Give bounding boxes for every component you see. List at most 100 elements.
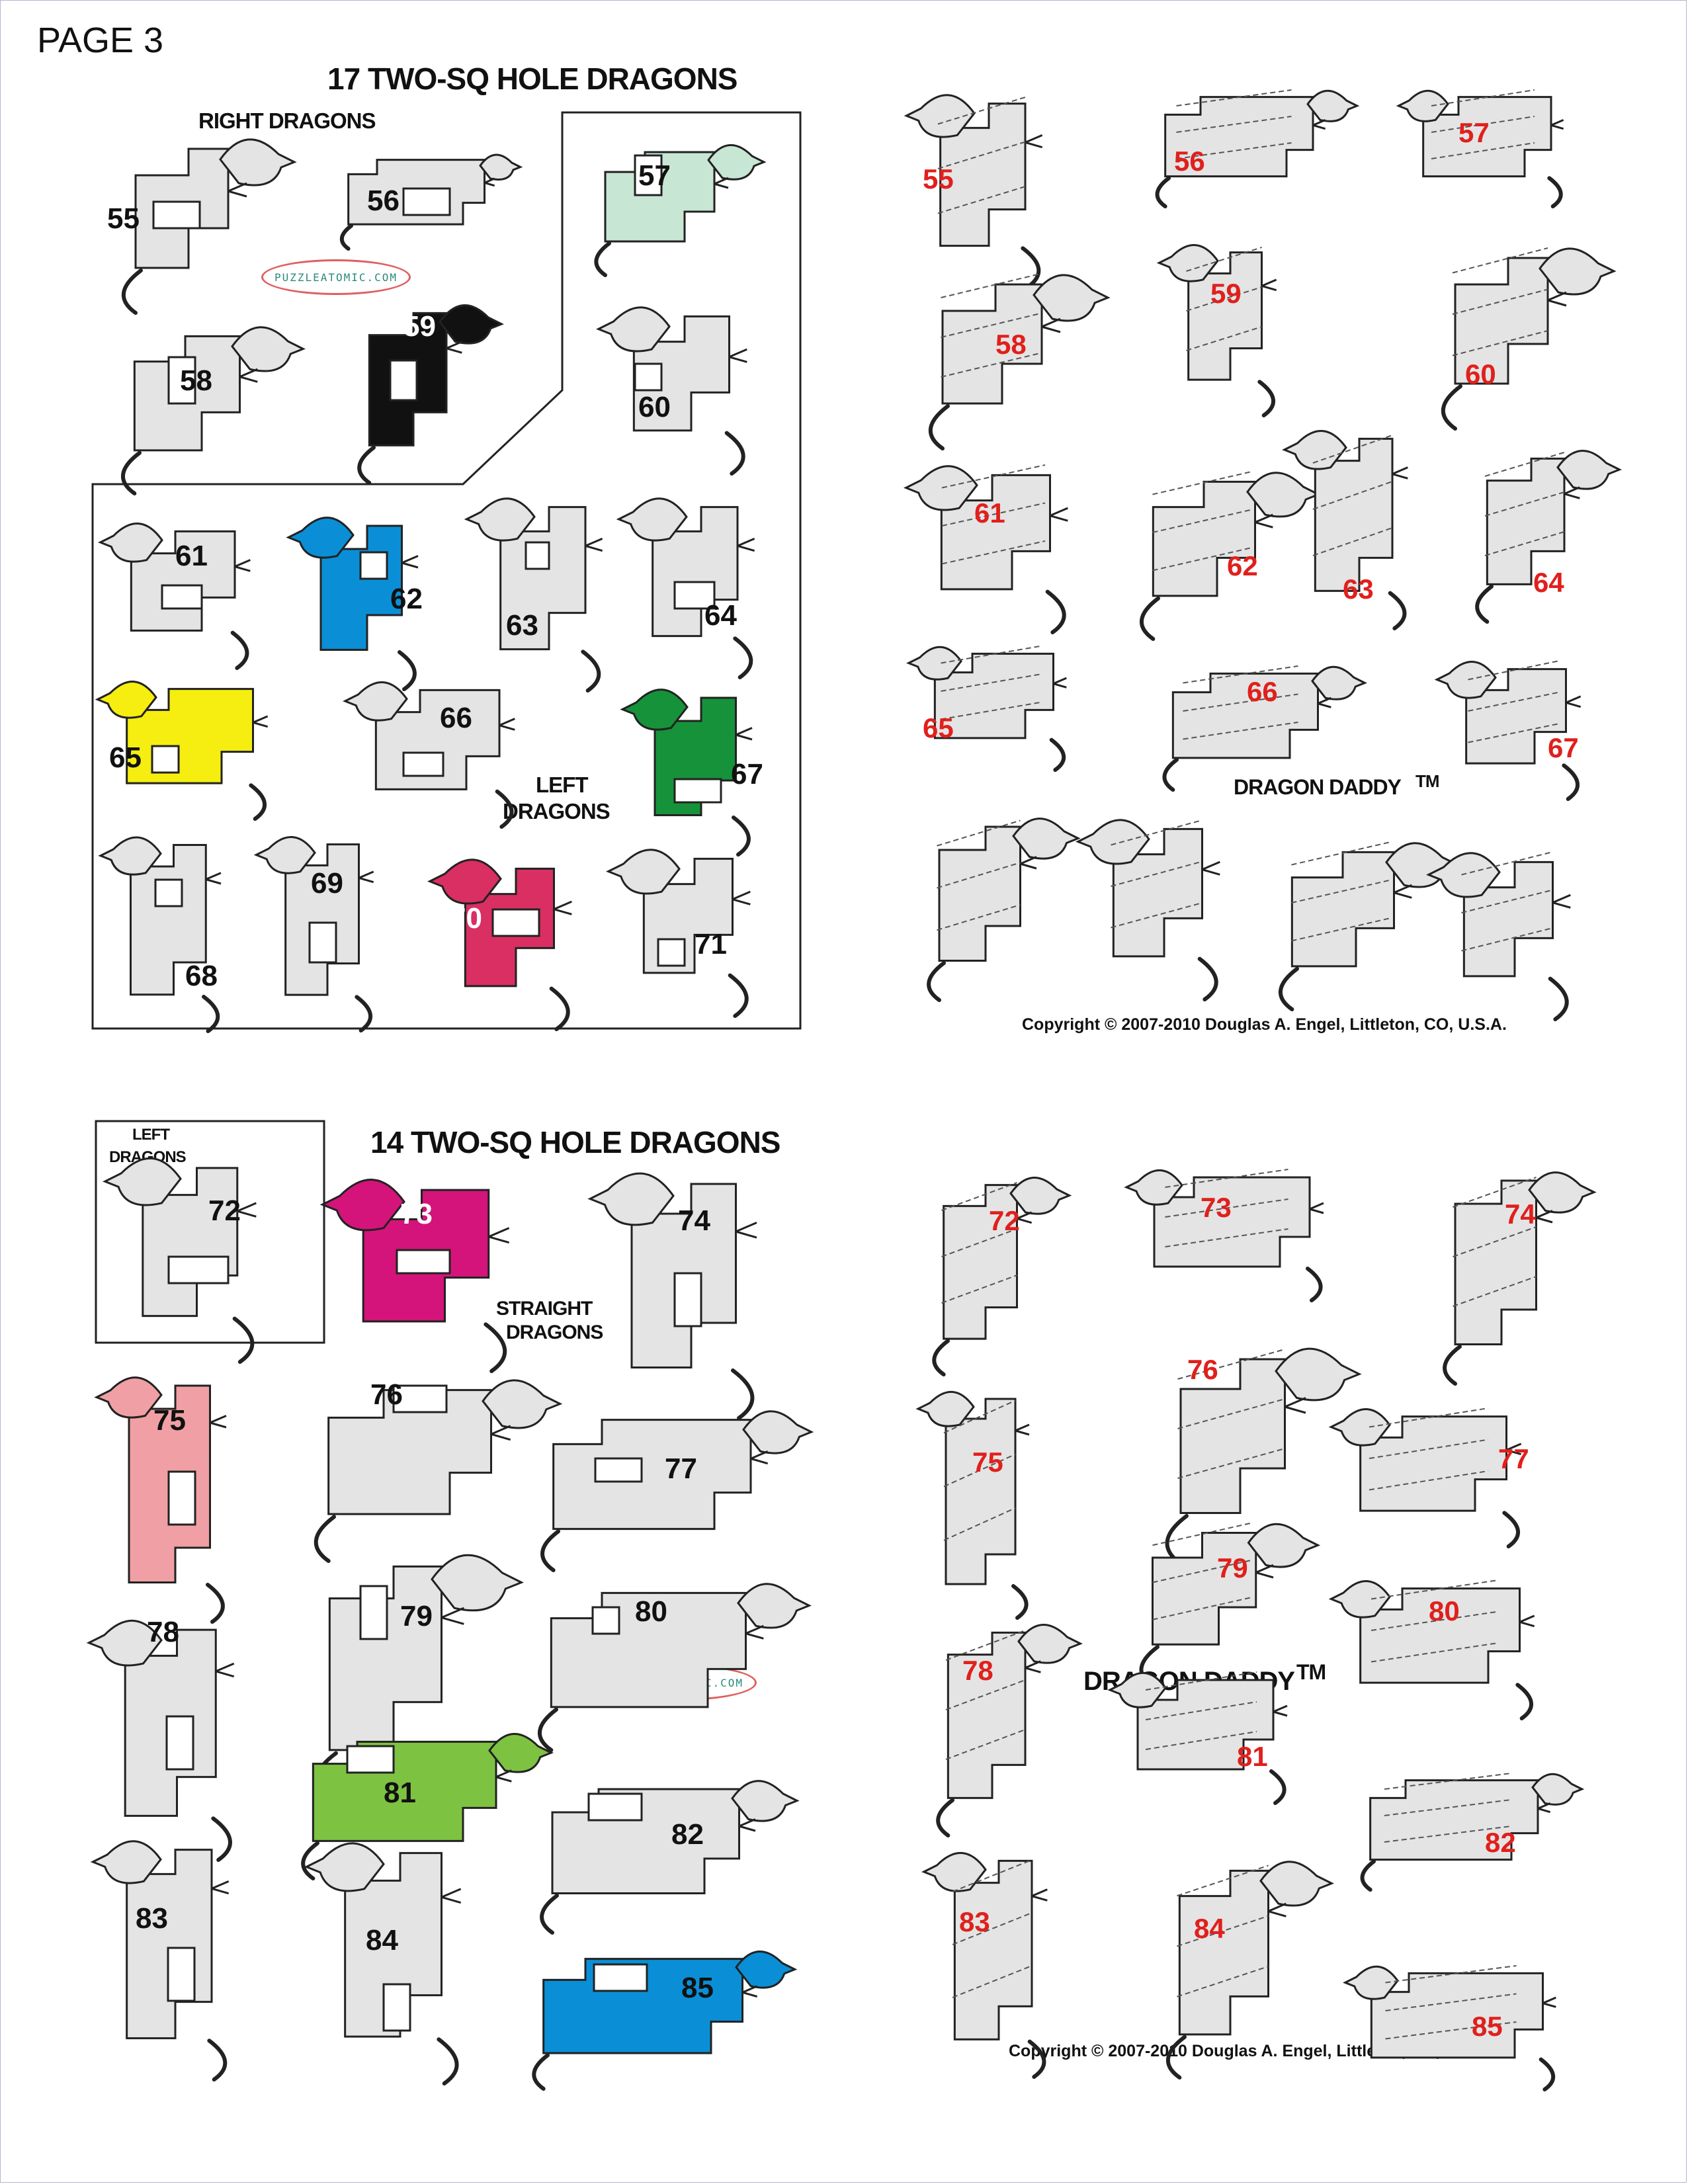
dragon-number: 57 xyxy=(638,159,671,192)
solution-diagram-62: 62 xyxy=(1140,471,1321,641)
dragon-62: 62 xyxy=(286,517,423,691)
dragon-hole xyxy=(673,581,716,610)
solution-diagram-55: 55 xyxy=(904,94,1043,289)
dragon-number: 69 xyxy=(311,867,343,900)
dragon-73: 73 xyxy=(319,1179,510,1373)
solution-number: 61 xyxy=(974,497,1005,528)
dragon-number: 58 xyxy=(180,364,212,397)
top-copyright: Copyright © 2007-2010 Douglas A. Engel, … xyxy=(1022,1015,1507,1034)
left-dragons-label-line1: LEFT xyxy=(536,773,588,797)
dragon-61: 61 xyxy=(98,523,251,670)
dragon-number: 65 xyxy=(109,741,142,774)
dragon-hole xyxy=(587,1792,643,1822)
solution-number: 72 xyxy=(989,1205,1020,1236)
solution-number: 76 xyxy=(1187,1354,1218,1385)
top-site-badge[interactable]: PUZZLEATOMIC.COM xyxy=(261,259,411,295)
left-dragons-label-line2: DRAGONS xyxy=(503,799,611,823)
solution-number: 79 xyxy=(1217,1552,1248,1583)
dragon-hole xyxy=(308,921,337,964)
dragon-number: 80 xyxy=(635,1595,667,1628)
solution-number: 83 xyxy=(959,1906,990,1937)
dragon-72: 72 xyxy=(103,1157,257,1364)
solution-number: 59 xyxy=(1210,278,1242,309)
dragon-hole xyxy=(673,1272,702,1327)
dragon-hole xyxy=(359,1585,388,1640)
solution-diagram-65: 65 xyxy=(906,646,1067,772)
dragon-hole xyxy=(167,1255,230,1284)
solution-number: 73 xyxy=(1201,1192,1232,1223)
top-dragon-daddy: DRAGON DADDY xyxy=(1234,775,1402,799)
dragon-55: 55 xyxy=(107,138,297,315)
dragon-hole xyxy=(167,1947,196,2002)
dragon-58: 58 xyxy=(121,326,306,495)
dragon-number: 78 xyxy=(147,1616,179,1648)
solution-diagram-81: 81 xyxy=(1107,1671,1288,1805)
dragon-number: 64 xyxy=(704,599,737,632)
dragon-hole xyxy=(634,154,663,196)
solution-diagram-82: 82 xyxy=(1360,1773,1585,1892)
dragon-hole xyxy=(167,1470,196,1526)
solution-number: 63 xyxy=(1343,573,1374,605)
straight-dragons-label-line1: STRAIGHT xyxy=(496,1298,593,1320)
dragon-number: 67 xyxy=(731,758,763,790)
dragon-57: 57 xyxy=(594,144,767,277)
top-tm-mark: TM xyxy=(1415,771,1440,791)
solution-number: 84 xyxy=(1194,1913,1225,1944)
dragon-number: 66 xyxy=(440,702,472,734)
solution-number: 85 xyxy=(1472,2011,1503,2042)
dragon-63: 63 xyxy=(464,497,603,693)
solution-number: 65 xyxy=(923,712,954,743)
dragon-81: 81 xyxy=(301,1733,554,1880)
straight-dragons-label-line2: DRAGONS xyxy=(506,1322,603,1343)
solution-number: 55 xyxy=(923,163,954,194)
solution-number: 80 xyxy=(1429,1595,1460,1626)
solution-number: 64 xyxy=(1533,567,1564,598)
solution-diagram-66: 66 xyxy=(1162,665,1367,792)
solution-diagram-74: 74 xyxy=(1443,1171,1597,1386)
solution-number: 82 xyxy=(1485,1827,1516,1858)
dragon-hole xyxy=(154,878,183,907)
dragon-75: 75 xyxy=(94,1376,227,1624)
dragon-hole xyxy=(151,745,180,774)
solution-diagram xyxy=(1076,819,1220,1001)
bottom-title: 14 TWO-SQ HOLE DRAGONS xyxy=(370,1125,781,1159)
solution-number: 77 xyxy=(1498,1443,1529,1474)
dragon-hole xyxy=(167,356,196,405)
dragon-hole xyxy=(591,1606,620,1635)
solution-number: 62 xyxy=(1227,550,1258,581)
dragon-number: 73 xyxy=(400,1198,433,1230)
solution-number: 66 xyxy=(1247,676,1278,707)
dragon-84: 84 xyxy=(304,1842,462,2085)
solution-number: 56 xyxy=(1174,146,1205,177)
dragon-56: 56 xyxy=(339,153,523,251)
bottom-tm-mark: TM xyxy=(1296,1660,1326,1684)
dragon-number: 71 xyxy=(695,928,727,960)
dragon-hole xyxy=(396,1249,451,1275)
right-dragons-label: RIGHT DRAGONS xyxy=(198,108,376,133)
solution-diagram-80: 80 xyxy=(1328,1579,1535,1720)
dragon-59: 59 xyxy=(357,304,504,485)
solution-diagram-84: 84 xyxy=(1166,1861,1334,2079)
dragon-hole xyxy=(161,584,203,610)
solution-diagram-57: 57 xyxy=(1396,89,1564,208)
solution-diagram-59: 59 xyxy=(1156,244,1277,417)
page-label: PAGE 3 xyxy=(37,21,164,60)
dragon-hole xyxy=(152,200,201,230)
solution-diagram-83: 83 xyxy=(921,1852,1048,2079)
dragon-77: 77 xyxy=(540,1410,814,1572)
dragon-number: 83 xyxy=(136,1902,168,1935)
dragon-number: 74 xyxy=(678,1204,710,1237)
dragon-hole xyxy=(525,541,550,570)
dragon-hole xyxy=(594,1457,643,1483)
dragon-hole xyxy=(657,938,686,967)
solution-diagram-79: 79 xyxy=(1139,1522,1321,1689)
dragon-hole xyxy=(402,187,451,216)
dragon-number: 84 xyxy=(366,1924,398,1956)
dragon-number: 70 xyxy=(450,902,482,935)
dragon-85: 85 xyxy=(532,1951,798,2091)
dragon-hole xyxy=(382,1983,411,2032)
dragon-number: 85 xyxy=(681,1972,714,2004)
dragon-78: 78 xyxy=(86,1616,235,1862)
